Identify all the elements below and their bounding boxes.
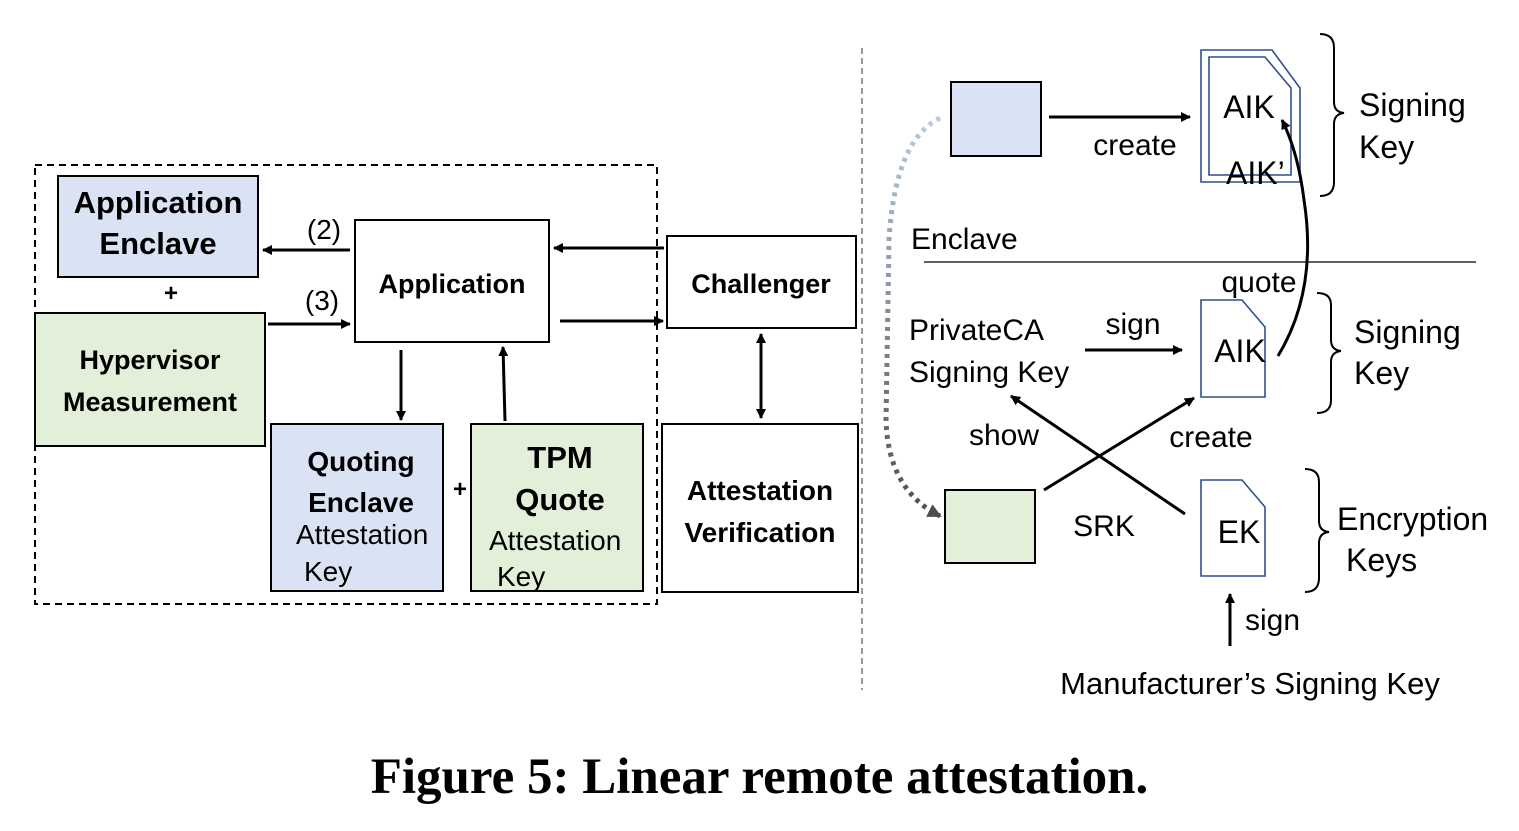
tpm-key-label-2: Key (497, 561, 545, 592)
hypervisor-label-1: Hypervisor (79, 345, 221, 375)
aik-prime-label: AIK’ (1226, 155, 1285, 191)
arrow-show (1010, 394, 1186, 516)
challenger-box: Challenger (666, 235, 857, 329)
brace-bottom (1304, 468, 1330, 593)
signing-key-top-1: Signing (1359, 87, 1466, 123)
arrow-create-mid (1043, 396, 1195, 492)
tpm-key-label-1: Attestation (489, 525, 621, 556)
arrow-tpm-to-app (498, 346, 509, 422)
srk-label: SRK (1073, 510, 1135, 543)
hypervisor-measurement-box: Hypervisor Measurement (34, 312, 266, 447)
attestation-verification-label-2: Verification (685, 517, 836, 548)
hypervisor-label-2: Measurement (63, 387, 237, 417)
figure-caption: Figure 5: Linear remote attestation. (370, 749, 1149, 805)
sign-label-mid: sign (1105, 308, 1160, 341)
quoting-enclave-box: Quoting Enclave Attestation Key (270, 423, 444, 592)
quoting-key-label-1: Attestation (296, 519, 428, 550)
step-3-label: (3) (305, 285, 339, 316)
aik-document-icon: AIK AIK’ (1200, 49, 1301, 191)
quoting-key-label-2: Key (304, 556, 352, 587)
enclave-label: Enclave (911, 223, 1018, 256)
create-label-mid: create (1169, 421, 1252, 454)
arrow-quote (1276, 119, 1310, 357)
attestation-verification-label-1: Attestation (687, 475, 833, 506)
application-enclave-label-1: Application (74, 185, 243, 220)
srk-box (944, 489, 1036, 564)
encryption-keys-1: Encryption (1337, 501, 1488, 537)
tpm-quote-box: TPM Quote Attestation Key (470, 423, 644, 592)
privateca-label-1: PrivateCA (909, 314, 1044, 347)
ek-document-icon: EK (1200, 479, 1266, 577)
aik-mid-document-icon: AIK (1200, 299, 1266, 398)
step-2-label: (2) (307, 214, 341, 245)
signing-key-mid-2: Key (1354, 355, 1409, 391)
signing-key-mid-1: Signing (1354, 314, 1461, 350)
quoting-enclave-label-1: Quoting (307, 446, 414, 477)
encryption-keys-2: Keys (1346, 542, 1417, 578)
manufacturer-label: Manufacturer’s Signing Key (1060, 666, 1440, 701)
signing-key-top-2: Key (1359, 129, 1414, 165)
quote-label: quote (1221, 266, 1296, 299)
application-label: Application (379, 269, 526, 299)
attestation-verification-box: Attestation Verification (661, 423, 859, 593)
create-label-top: create (1093, 129, 1176, 162)
aik-top-label: AIK (1223, 89, 1275, 125)
aik-mid-label: AIK (1214, 333, 1266, 369)
application-enclave-box: Application Enclave (57, 175, 259, 278)
brace-top (1319, 33, 1345, 197)
tpm-quote-label-2: Quote (515, 482, 605, 517)
enclave-key-box (950, 81, 1042, 157)
plus-sign-top: + (164, 280, 178, 307)
dotted-link-enclave-srk (883, 115, 942, 519)
brace-mid (1316, 292, 1342, 414)
plus-sign-mid: + (453, 476, 467, 503)
show-label: show (969, 419, 1039, 452)
quoting-enclave-label-2: Enclave (308, 487, 414, 518)
application-enclave-label-2: Enclave (99, 226, 216, 261)
tpm-quote-label-1: TPM (527, 440, 592, 475)
privateca-label-2: Signing Key (909, 356, 1069, 389)
sign-label-bottom: sign (1245, 604, 1300, 637)
ek-label: EK (1218, 514, 1261, 550)
application-box: Application (354, 219, 550, 343)
challenger-label: Challenger (691, 269, 831, 299)
